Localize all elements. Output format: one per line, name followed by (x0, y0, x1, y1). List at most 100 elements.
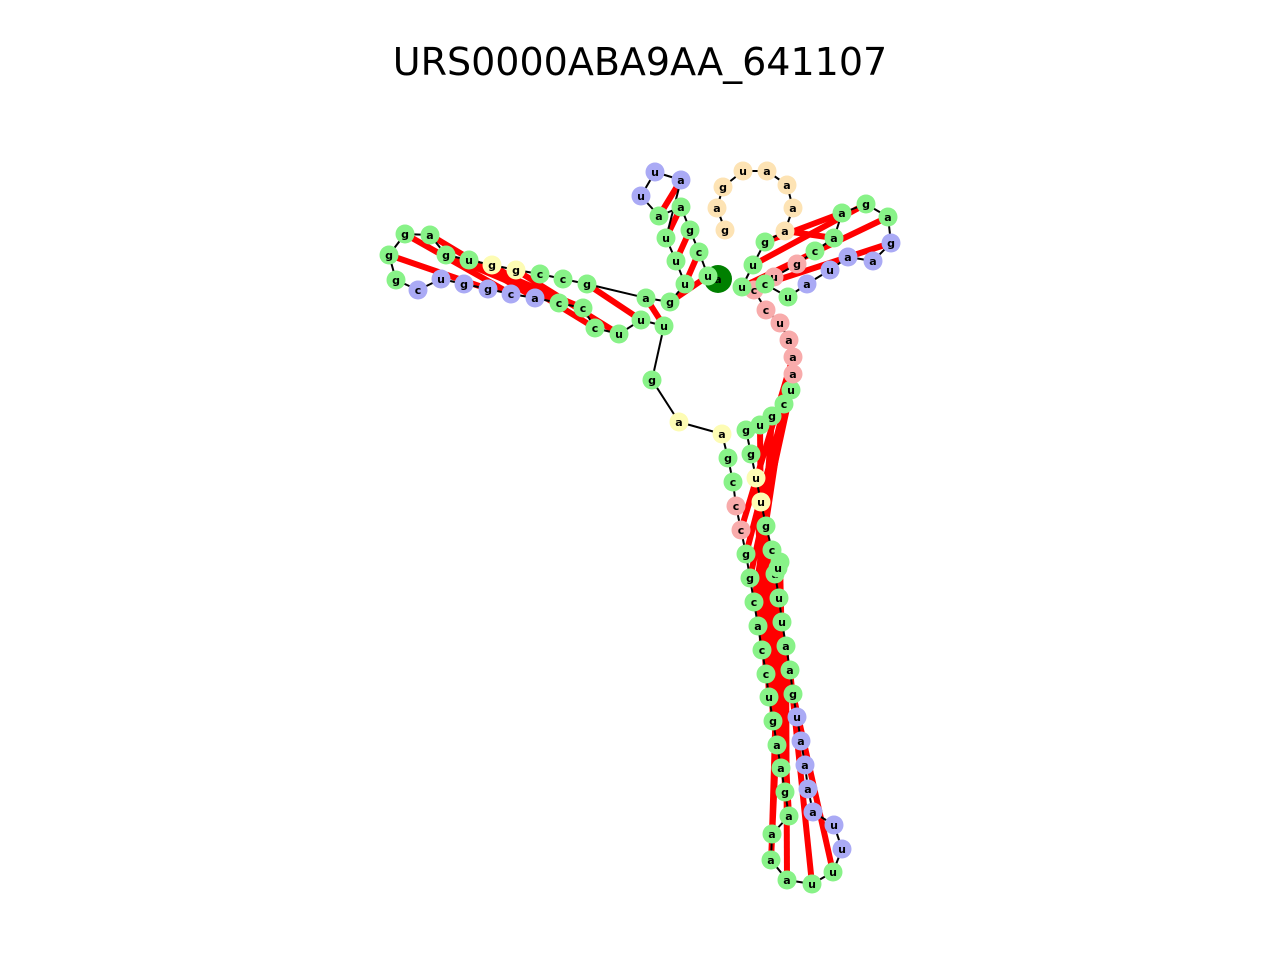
nucleotide-label: u (756, 419, 764, 432)
nucleotide-circle (757, 161, 777, 181)
nucleotide-label: a (777, 762, 784, 775)
nucleotide-label: u (681, 278, 689, 291)
nucleotide-label: c (730, 476, 737, 489)
nucleotide-103: u (820, 260, 840, 280)
nucleotide-circle (671, 170, 691, 190)
nucleotide-79: u (751, 492, 771, 512)
nucleotide-label: g (721, 224, 729, 237)
nucleotide-32: c (549, 293, 569, 313)
nucleotide-circle (856, 194, 876, 214)
nucleotide-70: a (780, 660, 800, 680)
nucleotide-106: c (755, 274, 775, 294)
nucleotide-71: a (776, 636, 796, 656)
nucleotide-circle (878, 207, 898, 227)
nucleotide-label: a (655, 210, 662, 223)
nucleotide-circle (832, 203, 852, 223)
nucleotide-17: c (530, 264, 550, 284)
nucleotide-label: u (774, 562, 782, 575)
nucleotide-label: u (808, 878, 816, 891)
nucleotide-label: g (768, 410, 776, 423)
nucleotide-label: g (742, 424, 750, 437)
nucleotide-label: u (787, 384, 795, 397)
nucleotide-108: u (743, 255, 763, 275)
nucleotide-circle (525, 288, 545, 308)
nucleotide-label: u (793, 711, 801, 724)
nucleotide-label: a (781, 225, 788, 238)
nucleotide-label: u (830, 819, 838, 832)
nucleotide-23: g (395, 224, 415, 244)
nucleotide-label: a (830, 232, 837, 245)
nucleotide-circle (654, 316, 674, 336)
nucleotide-label: u (765, 691, 773, 704)
nucleotide-80: u (746, 468, 766, 488)
nucleotide-73: u (769, 588, 789, 608)
nucleotide-31: a (525, 288, 545, 308)
nucleotide-circle (772, 612, 792, 632)
nucleotide-circle (733, 161, 753, 181)
nucleotide-circle (787, 707, 807, 727)
nucleotide-circle (609, 324, 629, 344)
nucleotide-88: a (783, 347, 803, 367)
nucleotide-45: g (736, 544, 756, 564)
nucleotide-90: u (770, 313, 790, 333)
nucleotide-circle (553, 269, 573, 289)
nucleotide-circle (823, 862, 843, 882)
nucleotide-111: a (783, 198, 803, 218)
nucleotide-101: a (863, 251, 883, 271)
nucleotide-37: u (654, 316, 674, 336)
nucleotide-label: u (757, 496, 765, 509)
nucleotide-47: c (744, 592, 764, 612)
nucleotide-87: a (783, 364, 803, 384)
nucleotide-68: u (787, 707, 807, 727)
nucleotide-circle (395, 224, 415, 244)
nucleotide-24: g (379, 245, 399, 265)
nucleotide-label: c (781, 398, 788, 411)
nucleotide-circle (723, 472, 743, 492)
nucleotide-40: a (712, 424, 732, 444)
nucleotide-95: c (805, 241, 825, 261)
nucleotide-4: g (680, 220, 700, 240)
nucleotide-circle (769, 588, 789, 608)
nucleotide-circle (770, 313, 790, 333)
nucleotide-circle (631, 186, 651, 206)
nucleotide-13: g (660, 292, 680, 312)
nucleotide-2: u (698, 266, 718, 286)
nucleotide-48: a (748, 616, 768, 636)
nucleotide-label: g (484, 283, 492, 296)
nucleotide-label: g (392, 274, 400, 287)
nucleotide-117: g (715, 220, 735, 240)
nucleotide-91: c (756, 300, 776, 320)
nucleotide-76: u (768, 558, 788, 578)
nucleotide-39: a (669, 412, 689, 432)
nucleotide-circle (798, 779, 818, 799)
nucleotide-circle (408, 280, 428, 300)
nucleotide-circle (732, 277, 752, 297)
nucleotide-circle (642, 370, 662, 390)
nucleotide-99: a (878, 207, 898, 227)
nucleotide-label: a (789, 351, 796, 364)
nucleotide-label: g (769, 715, 777, 728)
nucleotide-label: a (768, 828, 775, 841)
nucleotide-circle (783, 198, 803, 218)
nucleotide-circle (779, 330, 799, 350)
nucleotide-circle (459, 250, 479, 270)
nucleotide-label: c (415, 284, 422, 297)
nucleotide-label: g (887, 237, 895, 250)
nucleotide-label: a (789, 202, 796, 215)
nucleotide-circle (824, 228, 844, 248)
nucleotide-label: c (733, 500, 740, 513)
nucleotide-label: a (789, 368, 796, 381)
nucleotide-circle (778, 287, 798, 307)
nucleotide-circle (649, 206, 669, 226)
nucleotide-circle (712, 424, 732, 444)
nucleotide-94: g (787, 254, 807, 274)
nucleotide-label: c (812, 245, 819, 258)
nucleotide-label: c (763, 304, 770, 317)
nucleotide-circle (636, 288, 656, 308)
nucleotide-43: c (726, 496, 746, 516)
nucleotide-105: u (778, 287, 798, 307)
nucleotide-53: a (767, 735, 787, 755)
nucleotide-label: a (844, 251, 851, 264)
nucleotide-label: u (637, 314, 645, 327)
